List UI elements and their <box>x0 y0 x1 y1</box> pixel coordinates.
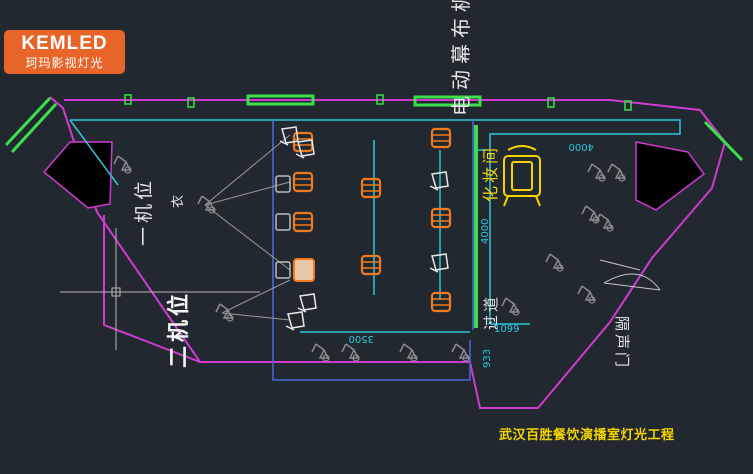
orange-fixtures <box>292 127 452 313</box>
axis-marker <box>60 228 260 350</box>
outer-wall-left <box>103 215 201 363</box>
label-machine-pos-2: 二机位 <box>166 290 192 368</box>
highlighted-fixture <box>293 258 315 282</box>
left-corner-block <box>42 141 113 209</box>
dim-corridor-width: 1099 <box>494 324 519 335</box>
logo-subtitle: 珂玛影视灯光 <box>25 56 104 70</box>
wall-window-segments <box>4 94 744 162</box>
logo-brand: KEMLED <box>21 33 108 54</box>
dim-fitting-height: 4000 <box>480 219 491 244</box>
label-machine-pos-1: 一机位 <box>133 177 155 246</box>
stage-outline <box>272 120 474 381</box>
cyan-boundary <box>69 119 681 333</box>
outer-wall <box>49 96 727 409</box>
label-curtain: 电动幕布机 <box>449 0 473 116</box>
spot-fixtures <box>279 126 449 331</box>
label-corridor: 过道 <box>482 294 500 330</box>
kemled-logo: KEMLED 珂玛影视灯光 <box>4 30 125 74</box>
cyan-light-bars <box>373 140 441 300</box>
dim-stage-width: 3500 <box>349 333 374 344</box>
dim-corridor-height: 933 <box>482 349 493 368</box>
label-fitting-room: 化妆间 <box>481 145 500 202</box>
label-clothes-rack: 衣 <box>170 195 186 208</box>
project-caption: 武汉百胜餐饮演播室灯光工程 <box>499 428 675 443</box>
right-corner-block <box>635 141 706 211</box>
dim-top-width: 4000 <box>569 141 594 152</box>
wall-markers <box>124 94 632 111</box>
sound-door <box>599 259 661 291</box>
grey-fixtures <box>275 175 291 279</box>
label-sound-door: 隔声门 <box>613 316 631 370</box>
makeup-station <box>503 145 541 207</box>
